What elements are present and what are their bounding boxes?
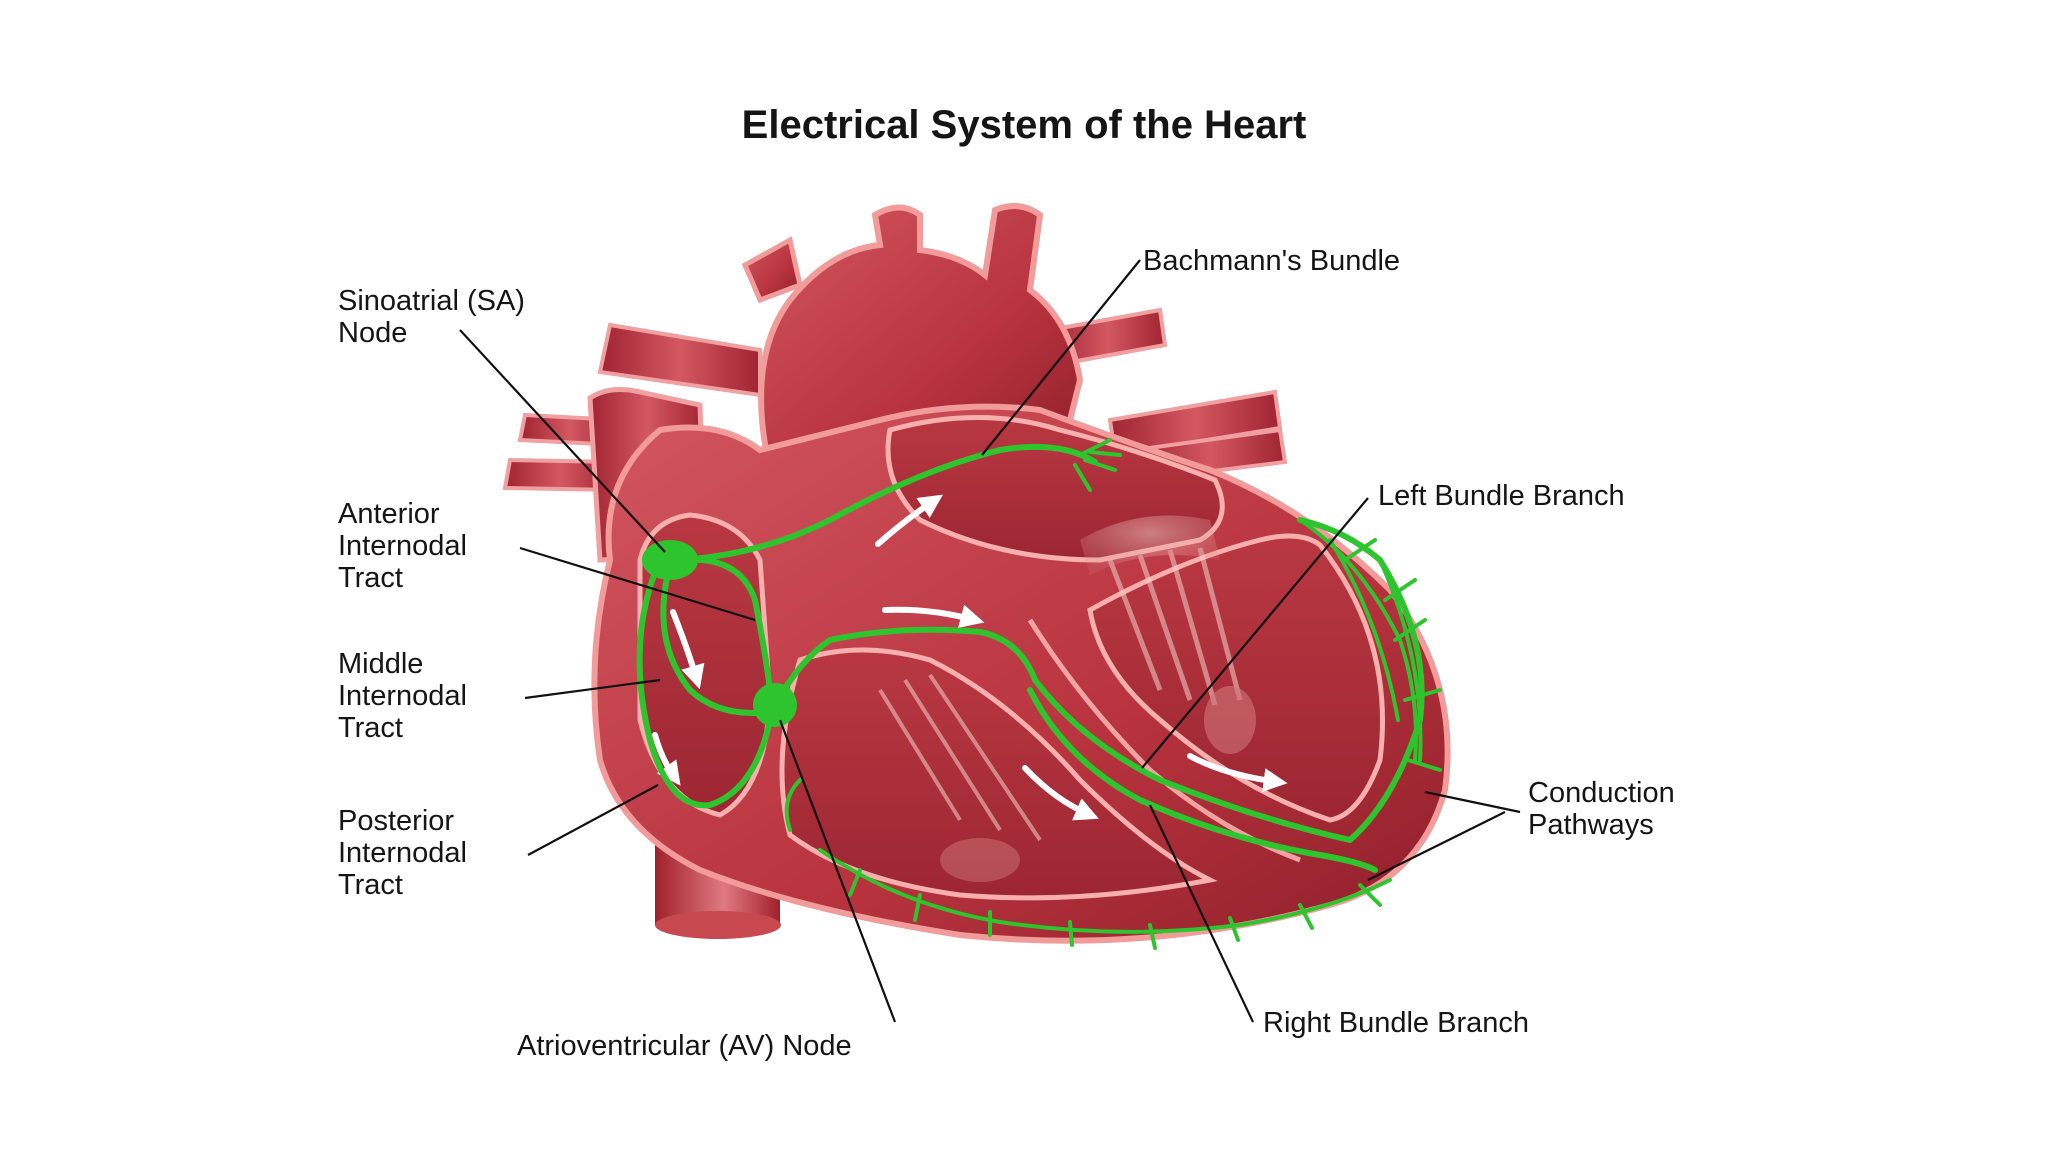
label-left-bundle-branch: Left Bundle Branch — [1378, 480, 1625, 512]
leader-middle-tract — [524, 678, 661, 700]
sa-node — [642, 540, 698, 580]
label-sa-node: Sinoatrial (SA) Node — [338, 285, 533, 349]
his-bundle-path — [772, 626, 1038, 708]
anterior-tract-path — [677, 556, 773, 693]
label-posterior-tract: Posterior Internodal Tract — [338, 805, 475, 901]
right-bundle-branch-path — [1027, 687, 1378, 873]
leader-anterior-tract — [519, 546, 756, 622]
leader-posterior-tract — [527, 784, 659, 856]
label-right-bundle-branch: Right Bundle Branch — [1263, 1007, 1529, 1039]
posterior-tract-path — [636, 557, 773, 809]
flow-arrow — [1022, 765, 1099, 821]
leader-av-node — [778, 719, 897, 1023]
flow-arrow — [670, 609, 705, 690]
leader-lines — [459, 259, 1521, 1023]
heart-illustration — [502, 203, 1451, 950]
label-bachmanns-bundle: Bachmann's Bundle — [1143, 245, 1400, 277]
leader-right-bundle-branch — [1149, 804, 1254, 1023]
label-middle-tract: Middle Internodal Tract — [338, 648, 475, 744]
diagram-title: Electrical System of the Heart — [742, 103, 1307, 147]
labels: Sinoatrial (SA) Node Anterior Internodal… — [338, 245, 1683, 1062]
pulmonary-artery-left — [597, 322, 762, 398]
bachmanns-bundle-path — [677, 443, 1098, 563]
leader-left-bundle-branch — [1141, 497, 1369, 769]
middle-tract-path — [660, 562, 773, 717]
label-conduction-pathways: Conduction Pathways — [1528, 777, 1683, 841]
valve-chordae — [878, 515, 1256, 882]
flow-arrow — [882, 604, 985, 628]
label-anterior-tract: Anterior Internodal Tract — [338, 498, 475, 594]
av-node — [753, 683, 797, 727]
blood-flow-arrows — [652, 494, 1288, 821]
purkinje-fibers — [1298, 518, 1442, 772]
purkinje-fibers-lower — [784, 778, 1392, 950]
leader-bachmanns-bundle — [981, 259, 1141, 456]
flow-arrow — [875, 494, 943, 547]
label-av-node: Atrioventricular (AV) Node — [517, 1030, 852, 1062]
leader-sa-node — [459, 329, 666, 553]
leader-conduction-lower — [1367, 811, 1506, 881]
flow-arrow — [1187, 753, 1288, 793]
leader-conduction-upper — [1424, 790, 1521, 814]
flow-arrow — [652, 732, 681, 786]
conduction-system — [636, 438, 1442, 950]
